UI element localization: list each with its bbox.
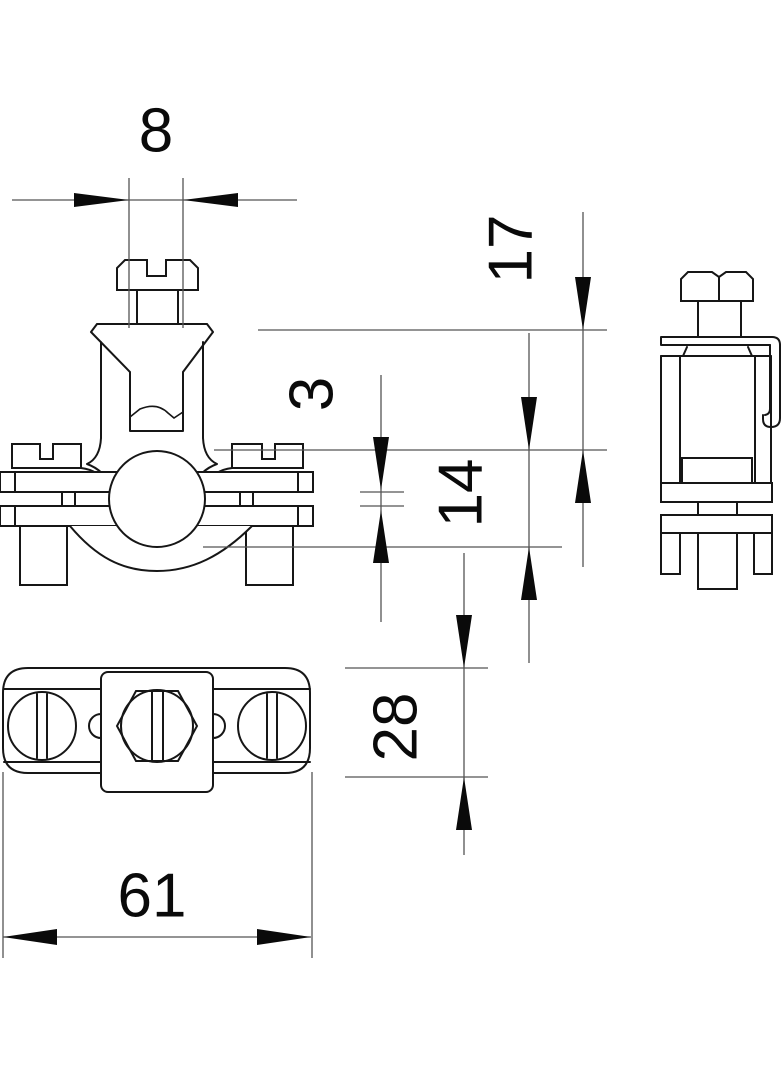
funnel-fill <box>91 324 213 438</box>
dim-3-lines <box>360 375 404 622</box>
saddle-fill <box>70 526 252 571</box>
hex-nut <box>115 690 199 762</box>
dim-14-lines <box>203 333 562 663</box>
frame-walls <box>660 355 772 484</box>
insert-outline <box>681 457 753 484</box>
dimension-lines <box>2 178 607 958</box>
dim-label-overall-width: 61 <box>118 862 187 931</box>
side-legs <box>660 532 773 590</box>
bar-connectors <box>61 491 254 507</box>
dim-label-mid-height: 14 <box>427 459 496 528</box>
right-screw-slot <box>266 693 278 759</box>
dim-28-arrows <box>456 615 472 830</box>
leg-left <box>19 525 68 586</box>
left-screw-head <box>7 691 77 761</box>
dim-14-arrows <box>521 397 537 600</box>
side-screw-left <box>11 443 82 469</box>
funnel-outline <box>90 323 214 439</box>
conductor-wave <box>129 405 184 419</box>
right-screw-head <box>237 691 307 761</box>
dim-8-lines <box>12 178 297 328</box>
center-screw-head <box>120 689 194 763</box>
bolt-shaft <box>697 300 742 337</box>
dim-8-arrows <box>74 193 238 207</box>
screw-shaft <box>136 289 179 326</box>
dim-label-body-depth: 28 <box>362 693 431 762</box>
side-bar-upper <box>660 482 773 503</box>
funnel-profile <box>660 346 772 357</box>
dim-3-arrows <box>373 437 389 563</box>
round-conductor <box>108 450 206 548</box>
saddle-outline <box>69 525 253 573</box>
hex-bolt-head <box>680 271 754 302</box>
screw-head <box>116 259 199 291</box>
leg-right <box>245 525 294 586</box>
left-screw-slot <box>36 693 48 759</box>
dim-17-arrows <box>575 277 591 503</box>
bottom-view <box>2 667 311 793</box>
bar-end-caps <box>14 471 299 527</box>
side-bolt-block <box>697 501 738 516</box>
side-screw-right <box>231 443 304 469</box>
dim-label-screw-width: 8 <box>139 97 173 166</box>
center-screw-slot <box>151 690 164 762</box>
dimension-arrows <box>3 193 591 945</box>
front-view <box>0 259 314 586</box>
dim-label-bar-gap: 3 <box>278 377 347 411</box>
side-view <box>660 271 781 590</box>
bracket-plate <box>660 336 781 346</box>
dimension-labels: 8 17 3 14 28 61 <box>118 97 546 931</box>
side-bar-lower <box>660 514 773 534</box>
dim-17-lines <box>214 212 607 567</box>
dim-label-upper-height: 17 <box>477 215 546 284</box>
bolt-notches <box>88 713 226 739</box>
